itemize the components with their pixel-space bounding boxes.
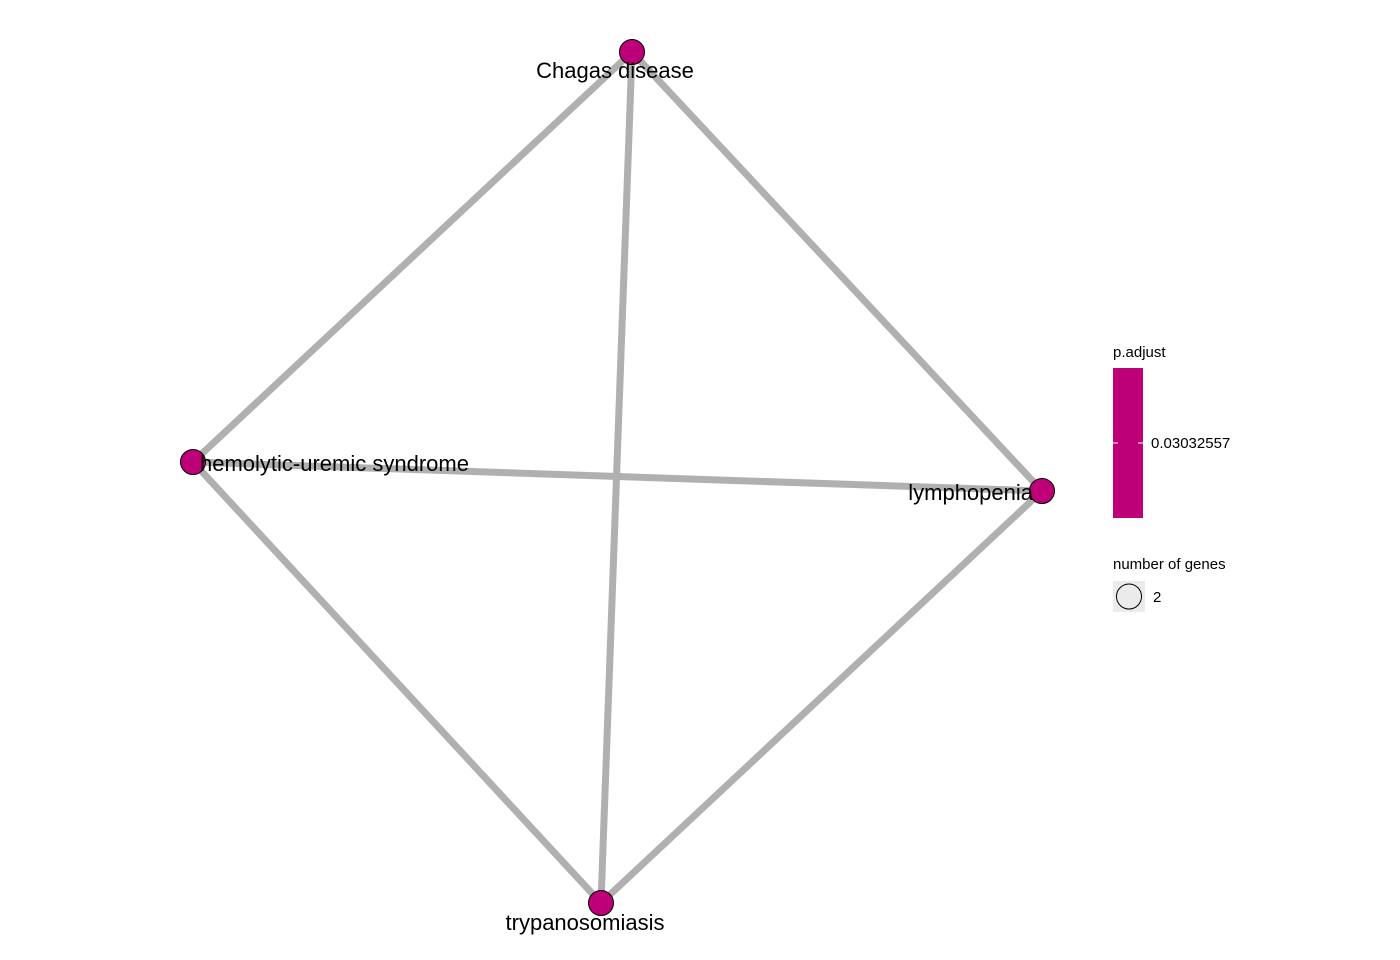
node-label-trypanosomiasis: trypanosomiasis xyxy=(506,910,665,935)
edges-layer xyxy=(190,49,1045,906)
nodes-layer xyxy=(180,39,1055,916)
legend: p.adjust 0.03032557 number of genes 2 xyxy=(1113,344,1230,612)
node-hus xyxy=(180,449,206,475)
node-trypanosomiasis xyxy=(588,890,614,916)
node-label-chagas: Chagas disease xyxy=(536,58,694,83)
node-lymphopenia xyxy=(1029,478,1055,504)
size-legend-circle xyxy=(1116,583,1142,610)
edge-hus-trypanosomiasis xyxy=(190,459,604,906)
labels-layer: Chagas disease hemolytic-uremic syndrome l… xyxy=(200,58,1034,935)
node-label-lymphopenia: lymphopenia xyxy=(908,480,1034,505)
edge-chagas-hus xyxy=(190,49,635,465)
edge-hus-lymphopenia xyxy=(192,458,1043,495)
node-chagas xyxy=(619,39,645,65)
size-legend-label: 2 xyxy=(1153,589,1161,606)
color-legend-label: 0.03032557 xyxy=(1151,435,1230,452)
edge-chagas-lymphopenia xyxy=(629,49,1045,494)
node-label-hus: hemolytic-uremic syndrome xyxy=(200,451,469,476)
color-legend-title: p.adjust xyxy=(1113,344,1166,361)
size-legend-title: number of genes xyxy=(1113,556,1226,573)
edge-lymphopenia-trypanosomiasis xyxy=(598,488,1045,906)
